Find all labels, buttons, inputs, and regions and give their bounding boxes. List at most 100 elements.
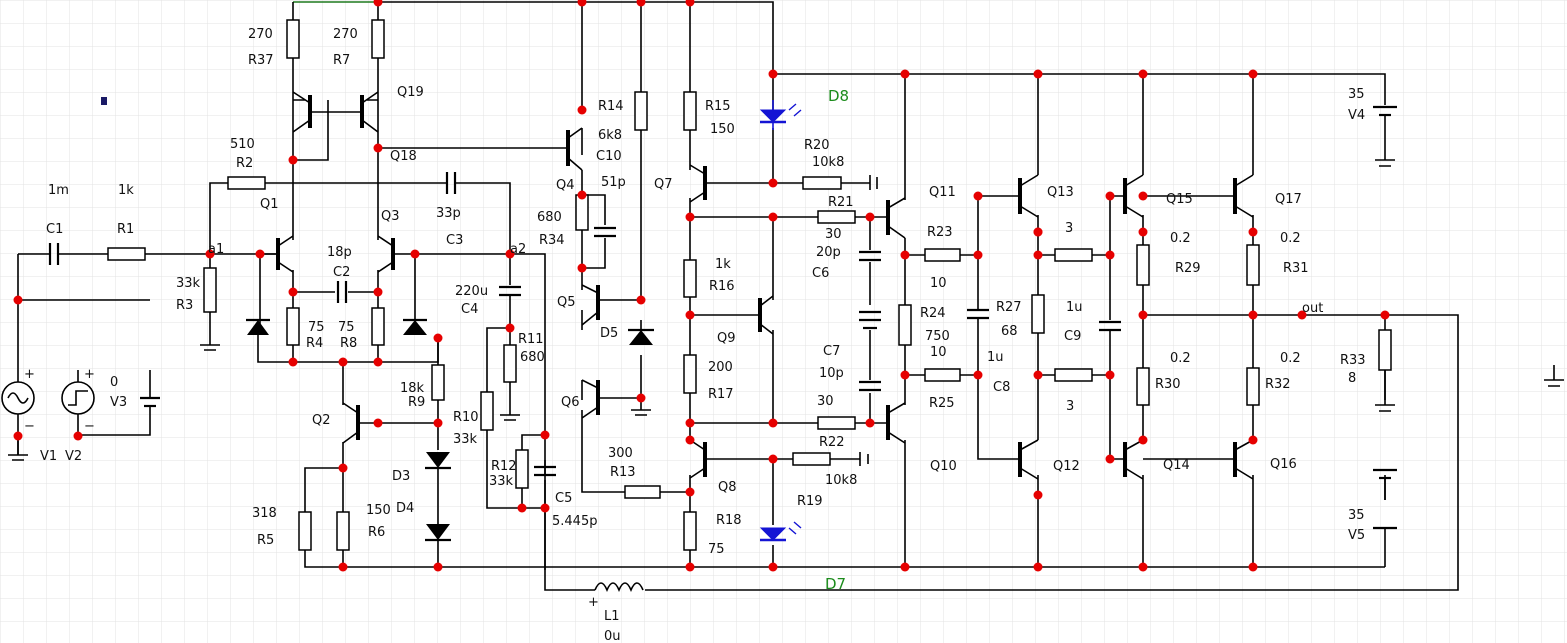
capacitor-c6 <box>859 250 881 262</box>
resistor-r10 <box>480 391 494 431</box>
label-r27-name: R27 <box>996 300 1022 315</box>
wires <box>17 1 1459 591</box>
resistor-r34 <box>575 194 589 231</box>
svg-text:+: + <box>24 367 35 382</box>
transistor-q2 <box>342 402 360 444</box>
svg-text:−: − <box>24 419 35 434</box>
battery-v5 <box>1373 468 1397 545</box>
svg-text:+: + <box>84 367 95 382</box>
capacitor-c9 <box>1099 320 1121 332</box>
label-q9: Q9 <box>717 331 736 346</box>
label-r20-value: 10k8 <box>812 155 844 170</box>
label-r19-name: R19 <box>797 494 823 509</box>
label-v3-value: 0 <box>110 375 118 390</box>
label-r32-value: 0.2 <box>1280 351 1301 366</box>
label-q6: Q6 <box>561 395 580 410</box>
transistor-q3 <box>377 235 395 273</box>
transistor-q10 <box>886 402 906 444</box>
diode-d2 <box>403 318 427 335</box>
capacitor-c8 <box>967 300 989 330</box>
label-r1-name: R1 <box>117 222 134 237</box>
label-r13-value: 300 <box>608 446 633 461</box>
resistor-r30 <box>1136 367 1150 406</box>
label-r9-value: 18k <box>400 381 425 396</box>
sources: +− +− <box>1 105 1397 545</box>
label-r2-name: R2 <box>236 156 253 171</box>
label-r-e12-value: 3 <box>1066 399 1074 414</box>
label-q12: Q12 <box>1053 459 1080 474</box>
label-c4-value: 220u <box>455 284 488 299</box>
resistor-r13 <box>624 485 661 499</box>
label-r12-name: R12 <box>491 459 517 474</box>
label-v1: V1 <box>40 449 57 464</box>
label-c5-value: 5.445p <box>552 514 597 529</box>
label-r3-name: R3 <box>176 298 193 313</box>
label-r16-name: R16 <box>709 279 735 294</box>
capacitors <box>40 172 1121 477</box>
ground-icon <box>631 409 651 416</box>
capacitor-c10 <box>594 226 616 238</box>
label-d8: D8 <box>828 87 849 105</box>
label-q15: Q15 <box>1166 192 1193 207</box>
label-r15-value: 150 <box>710 122 735 137</box>
resistor-r9 <box>431 364 445 401</box>
label-r19-value: 10k8 <box>825 473 857 488</box>
label-r11-value: 680 <box>520 350 545 365</box>
resistor-r24 <box>898 304 912 346</box>
transistor-q12 <box>1018 439 1039 480</box>
ground-icon <box>859 452 869 466</box>
label-r24-name: R24 <box>920 306 946 321</box>
label-r5-value: 318 <box>252 506 277 521</box>
label-r5-name: R5 <box>257 533 274 548</box>
label-c8-value: 1u <box>987 350 1004 365</box>
transistor-q11 <box>886 197 906 239</box>
resistor-r17 <box>683 354 697 394</box>
label-net-a1: a1 <box>208 242 224 257</box>
resistor-r6 <box>336 511 350 551</box>
led-d7 <box>759 521 802 542</box>
ac-source-v1: +− <box>1 367 35 434</box>
ground-icon <box>500 414 520 421</box>
resistor-r-e13 <box>1054 248 1093 262</box>
grounds <box>8 97 1564 466</box>
label-r2-value: 510 <box>230 137 255 152</box>
transistor-q13 <box>1018 174 1039 218</box>
resistor-r31 <box>1246 244 1260 286</box>
label-r25-name: R25 <box>929 396 955 411</box>
label-v2: V2 <box>65 449 82 464</box>
label-r8-value: 75 <box>338 320 355 335</box>
label-c3-value: 33p <box>436 206 461 221</box>
label-v5-name: V5 <box>1348 528 1365 543</box>
battery-v4 <box>1373 105 1397 140</box>
resistor-r18 <box>683 511 697 551</box>
resistor-r11 <box>503 344 517 383</box>
label-q14: Q14 <box>1163 458 1190 473</box>
transistor-q1 <box>276 235 294 273</box>
transistor-q7 <box>689 164 707 203</box>
capacitor-c4 <box>499 285 521 297</box>
label-r10-value: 33k <box>453 432 478 447</box>
label-q4: Q4 <box>556 178 575 193</box>
transistor-q5 <box>581 284 600 326</box>
resistor-r20 <box>802 176 842 190</box>
label-c6-value: 20p <box>816 245 841 260</box>
resistor-r37 <box>286 19 300 59</box>
resistor-r16 <box>683 259 697 298</box>
label-c1-name: C1 <box>46 222 63 237</box>
label-q1: Q1 <box>260 197 279 212</box>
resistor-r7 <box>371 19 385 59</box>
label-q8: Q8 <box>718 480 737 495</box>
label-r14-name: R14 <box>598 99 624 114</box>
label-d4: D4 <box>396 501 414 516</box>
label-d3: D3 <box>392 469 410 484</box>
resistor-r32 <box>1246 367 1260 406</box>
transistors <box>276 91 1254 480</box>
label-q17: Q17 <box>1275 192 1302 207</box>
label-r6-value: 150 <box>366 503 391 518</box>
label-d7: D7 <box>825 575 846 593</box>
label-c9-value: 1u <box>1066 300 1083 315</box>
label-r29-name: R29 <box>1175 261 1201 276</box>
label-q2: Q2 <box>312 413 331 428</box>
marker-icon <box>101 97 107 105</box>
